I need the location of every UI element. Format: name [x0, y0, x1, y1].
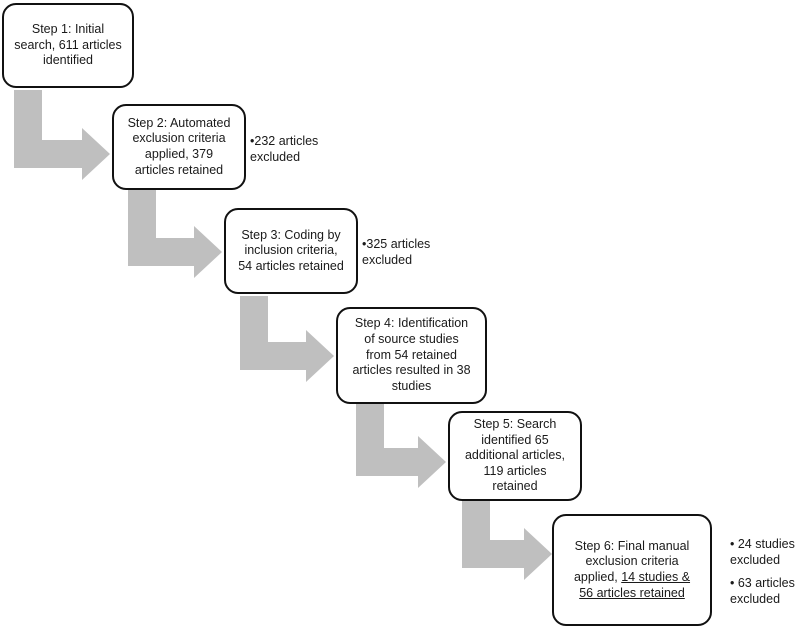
step-5-text: Step 5: Search identified 65 additional … [464, 416, 566, 494]
step-6-exclusion-note: • 24 studies excluded • 63 articles excl… [730, 537, 795, 608]
step-5-box: Step 5: Search identified 65 additional … [448, 411, 582, 501]
arrow-step5-to-step6 [462, 500, 552, 580]
arrow-step3-to-step4 [240, 296, 334, 382]
step-4-text: Step 4: Identification of source studies… [352, 316, 471, 393]
step-6-excluded-articles: • 63 articles excluded [730, 576, 795, 606]
step-6-text-underlined: 14 studies & 56 articles retained [579, 570, 691, 600]
step-6-text: Step 6: Final manual exclusion criteria … [574, 539, 690, 602]
arrow-step2-to-step3 [128, 190, 222, 278]
step-2-text: Step 2: Automated exclusion criteria app… [127, 115, 231, 177]
step-2-excluded-articles: •232 articles excluded [250, 134, 319, 164]
step-3-text: Step 3: Coding by inclusion criteria, 54… [238, 227, 344, 273]
step-1-text: Step 1: Initial search, 611 articles ide… [14, 22, 122, 68]
step-4-box: Step 4: Identification of source studies… [336, 307, 487, 404]
step-6-text-plain: Step 6: Final manual exclusion criteria … [573, 538, 690, 584]
arrow-step1-to-step2 [14, 90, 110, 180]
step-3-box: Step 3: Coding by inclusion criteria, 54… [224, 208, 358, 294]
step-6-excluded-studies: • 24 studies excluded [730, 537, 795, 567]
arrow-step4-to-step5 [356, 400, 446, 488]
step-1-box: Step 1: Initial search, 611 articles ide… [2, 3, 134, 88]
step-3-excluded-articles: •325 articles excluded [362, 237, 431, 267]
step-2-box: Step 2: Automated exclusion criteria app… [112, 104, 246, 190]
step-3-exclusion-note: •325 articles excluded [362, 237, 430, 268]
step-2-exclusion-note: •232 articles excluded [250, 134, 318, 165]
step-6-box: Step 6: Final manual exclusion criteria … [552, 514, 712, 626]
